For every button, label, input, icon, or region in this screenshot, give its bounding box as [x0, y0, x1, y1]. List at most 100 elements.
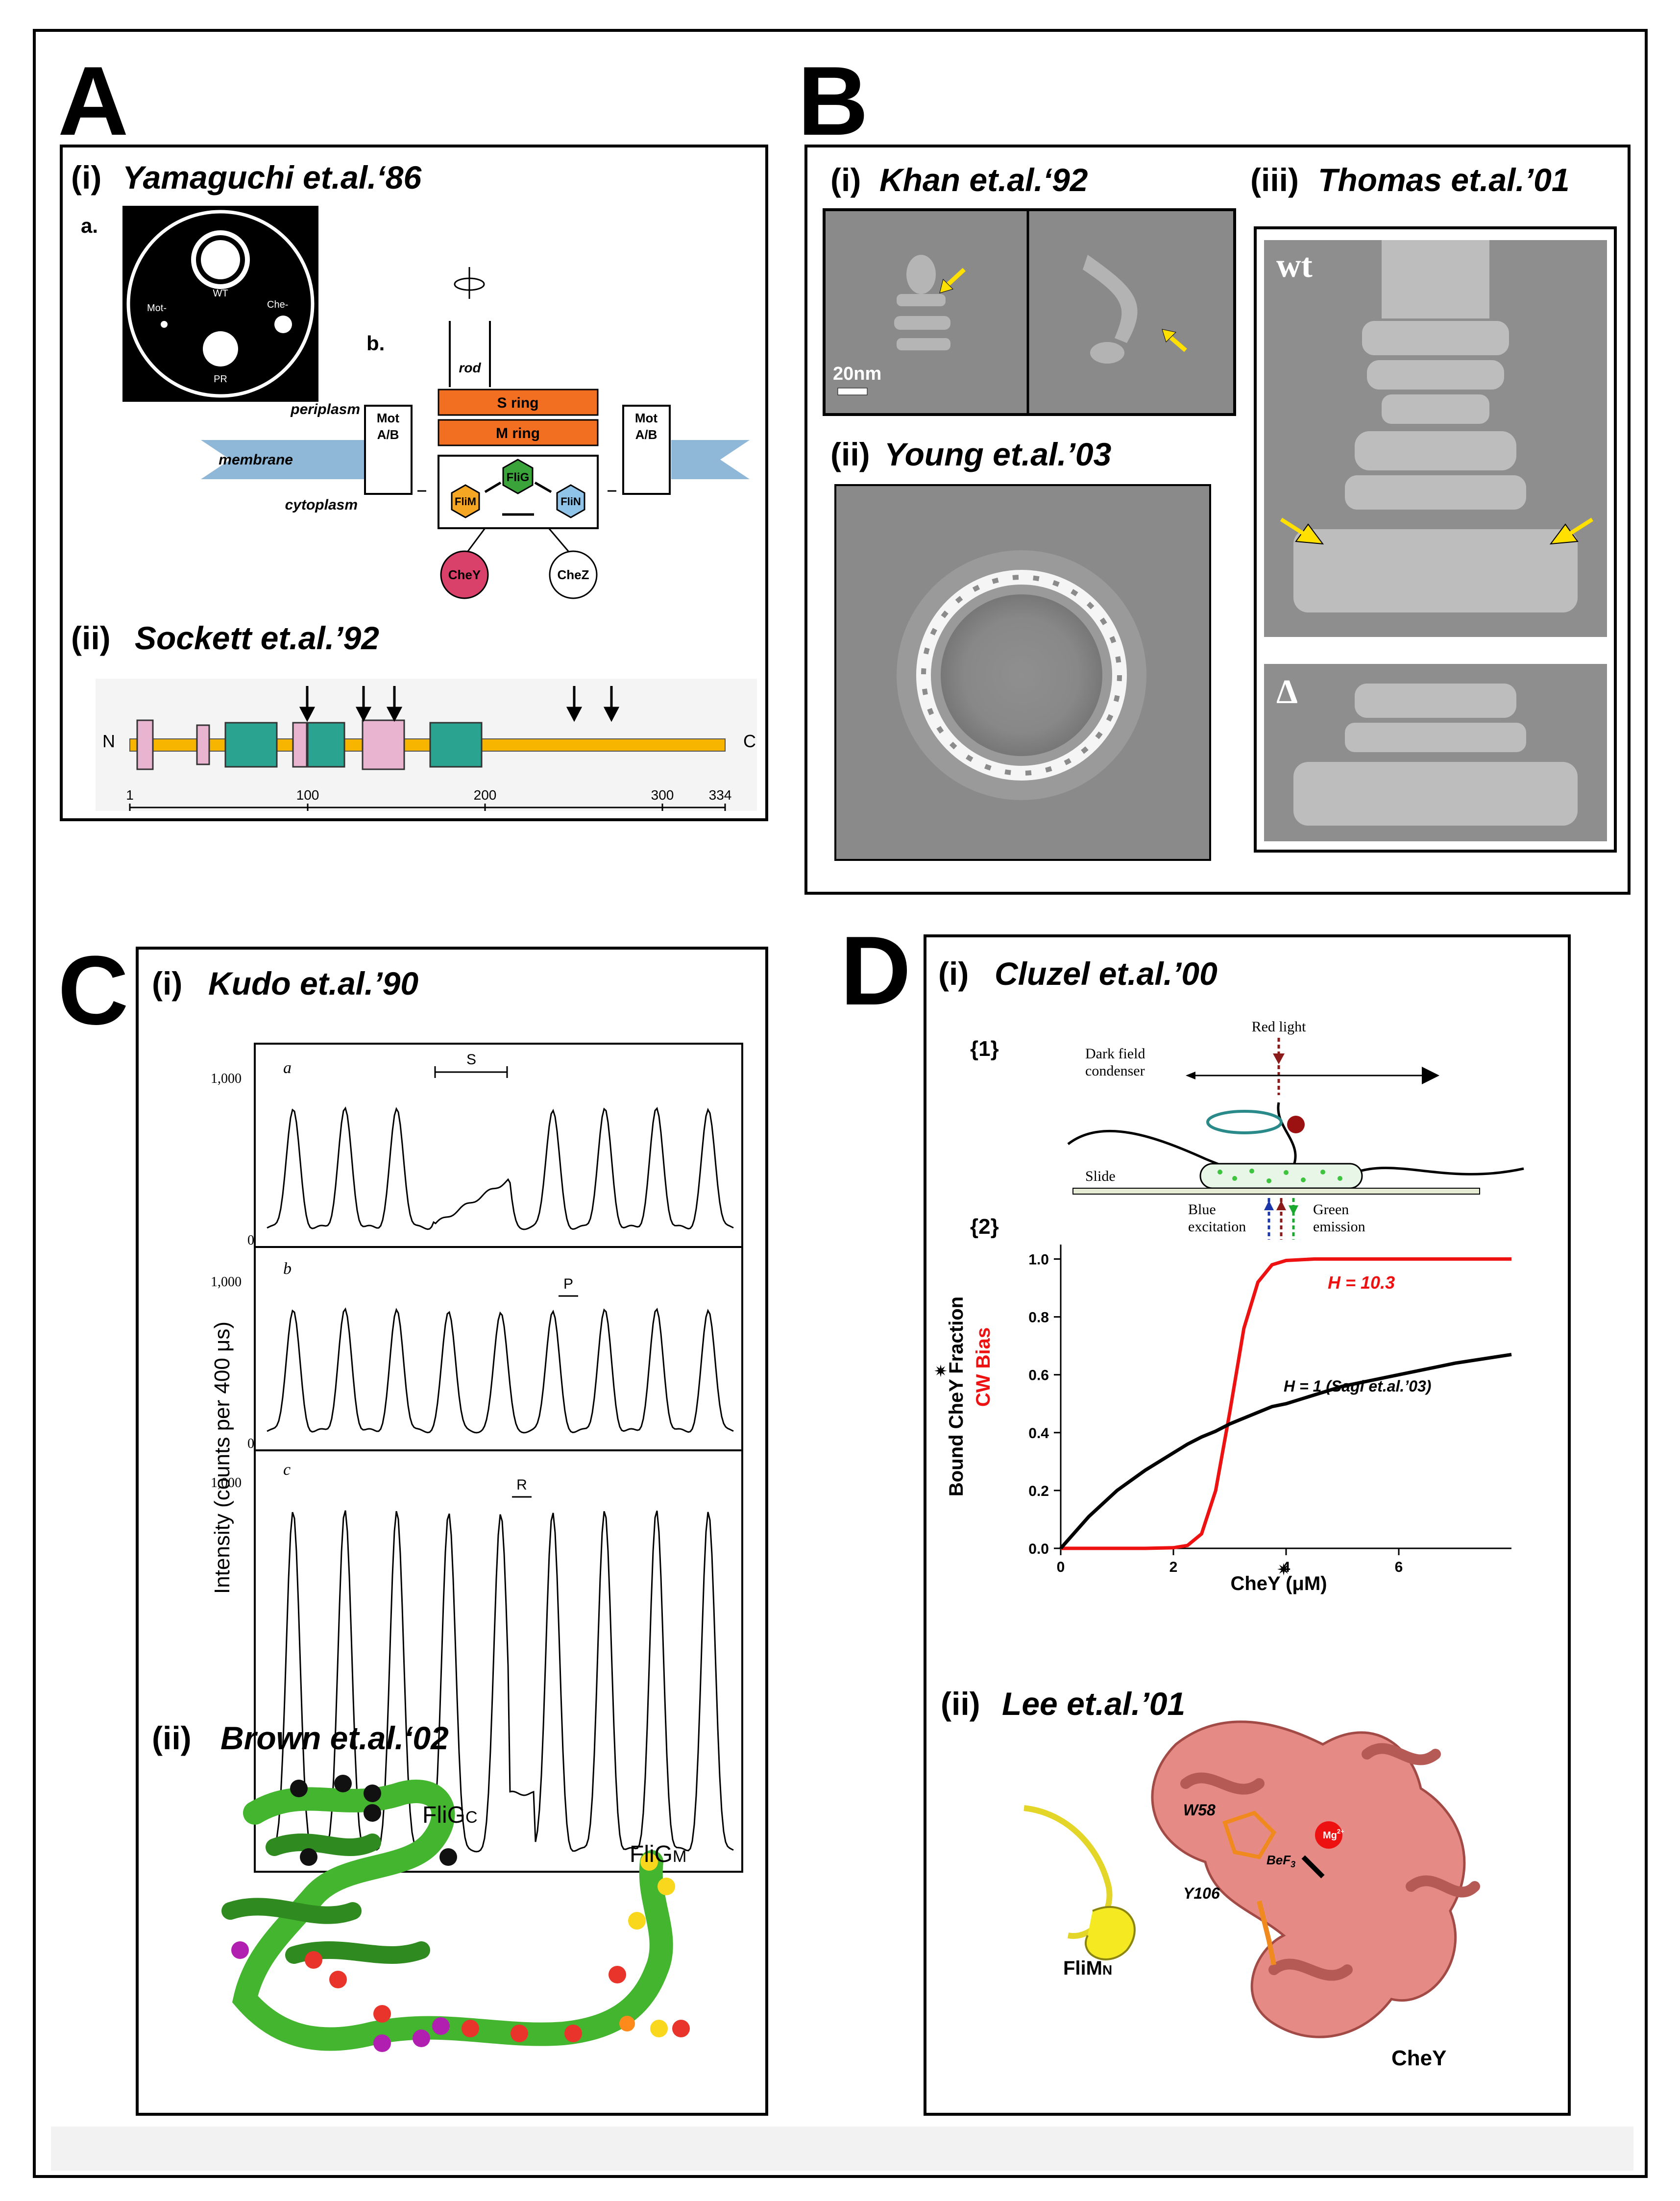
mg-ion: [1315, 1821, 1342, 1849]
motor-density: [1382, 394, 1489, 424]
panel-d-i-number: (i): [938, 955, 969, 992]
label-chey-d: CheY: [1391, 2046, 1446, 2070]
panel-d-i-author: Cluzel et.al.’00: [995, 955, 1217, 992]
marker-p: P: [563, 1276, 573, 1292]
flagellum-tail: [1352, 1167, 1524, 1175]
em-particle-curve: [1083, 255, 1138, 343]
motor-density: [1362, 321, 1509, 355]
yellow-arrowhead: [939, 279, 953, 293]
residue-magenta: [432, 2017, 450, 2035]
flimn-helix: [1085, 1906, 1136, 1960]
colony-pr: [203, 331, 238, 367]
label-bef3-sub: 3: [1290, 1859, 1295, 1869]
panel-d-ii-author: Lee et.al.’01: [1002, 1686, 1185, 1722]
residue-red: [305, 1951, 322, 1969]
domain-box-1: [224, 722, 278, 768]
domain-box-3: [429, 722, 483, 768]
label-periplasm: periplasm: [290, 401, 360, 417]
mutation-arrowhead: [299, 707, 316, 722]
mutation-arrowhead: [386, 707, 403, 722]
swarm-plate-rim: [126, 210, 315, 398]
panel-b-frame: [804, 145, 1631, 895]
label-chez: CheZ: [558, 567, 589, 582]
label-che-minus: Che-: [267, 299, 288, 310]
residue-yellow: [650, 2020, 668, 2037]
mot-ab-left: [364, 405, 413, 495]
label-dark-field-1: Dark field: [1085, 1046, 1145, 1062]
residue-magenta: [413, 2030, 430, 2047]
em-particle-band: [894, 316, 950, 330]
residue-red: [462, 2020, 479, 2037]
label-y106: Y106: [1183, 1884, 1220, 1902]
chey-helix: [1362, 1743, 1441, 1765]
red-residues: [305, 1951, 690, 2042]
label-red-light: Red light: [1252, 1019, 1306, 1035]
gfp-dot: [1266, 1178, 1271, 1183]
m-ring: [438, 419, 599, 446]
gfp-dot: [1217, 1170, 1222, 1174]
panel-b-i-author: Khan et.al.‘92: [879, 162, 1088, 198]
hill-y-label-red: CW Bias: [973, 1327, 994, 1407]
y106-sidechain: [1257, 1900, 1276, 1965]
residue-tick-334: 334: [709, 787, 732, 803]
residue-tick-1: 1: [126, 787, 134, 803]
x-tick-label: 0: [1057, 1559, 1065, 1575]
motor-density: [1355, 431, 1516, 470]
plate-tag: a.: [81, 214, 98, 237]
panel-d: D (i) Cluzel et.al.’00 {1} {2} Red light…: [840, 916, 1571, 2116]
label-mg: Mg2+: [1323, 1828, 1344, 1841]
label-flin: FliN: [560, 495, 581, 508]
blue-arrowhead: [1264, 1200, 1274, 1210]
scale-bar: [837, 388, 868, 395]
residue-red: [329, 1971, 347, 1988]
motor-density: [1293, 529, 1578, 612]
label-flimn-text: FliM: [1063, 1957, 1102, 1979]
sub-1: {1}: [970, 1037, 999, 1061]
label-membrane: membrane: [219, 452, 293, 468]
label-fligc-text: FliG: [422, 1802, 465, 1828]
label-s-ring: S ring: [497, 395, 538, 411]
mutation-arrowhead: [603, 707, 620, 722]
label-n-term: N: [102, 731, 115, 751]
label-w58: W58: [1183, 1801, 1216, 1819]
residue-black: [334, 1775, 352, 1792]
trace-a-line: [267, 1106, 734, 1230]
panel-b-i-number: (i): [830, 162, 861, 198]
bef3: [1301, 1855, 1325, 1879]
residue-black: [364, 1785, 381, 1802]
c-ring-subunits: [921, 575, 1122, 776]
panel-a-ii-number: (ii): [71, 620, 111, 656]
bead: [1287, 1116, 1305, 1133]
panel-b-iii-author: Thomas et.al.’01: [1318, 162, 1570, 198]
label-mg-sup: 2+: [1337, 1828, 1344, 1835]
motor-density: [1355, 684, 1516, 718]
hatched-segment-3: [292, 722, 308, 768]
yellow-arrow-1: [944, 268, 966, 289]
mot-ab-right: [622, 405, 671, 495]
em-particle-band: [897, 338, 950, 350]
series-label-h1: H = 1 (Sagi et.al.’03): [1284, 1377, 1431, 1395]
flig-flin-link: [534, 481, 552, 493]
em-particle-right: [1083, 255, 1138, 364]
flig-hexagon: [502, 459, 534, 494]
gfp-dot: [1284, 1170, 1289, 1175]
flig-structure: [221, 1775, 690, 2052]
membrane-right-notch: [720, 440, 750, 479]
panel-c-i-number: (i): [152, 965, 182, 1002]
trace-b-ymin: 0: [247, 1436, 254, 1451]
residue-tick-100: 100: [296, 787, 319, 803]
label-dark-field-2: condenser: [1085, 1063, 1145, 1079]
label-fligc: FliGC: [422, 1802, 478, 1828]
chez-circle: [549, 550, 598, 599]
label-fligm-text: FliG: [630, 1841, 673, 1867]
flig-helices: [221, 1834, 430, 1964]
em-particle-left: [894, 255, 950, 350]
ring-interior: [941, 594, 1102, 756]
mutation-arrows: [299, 686, 620, 722]
gfp-dot: [1301, 1177, 1306, 1182]
y-tick-label: 0.0: [1028, 1541, 1049, 1557]
panel-a-frame: [60, 145, 768, 821]
